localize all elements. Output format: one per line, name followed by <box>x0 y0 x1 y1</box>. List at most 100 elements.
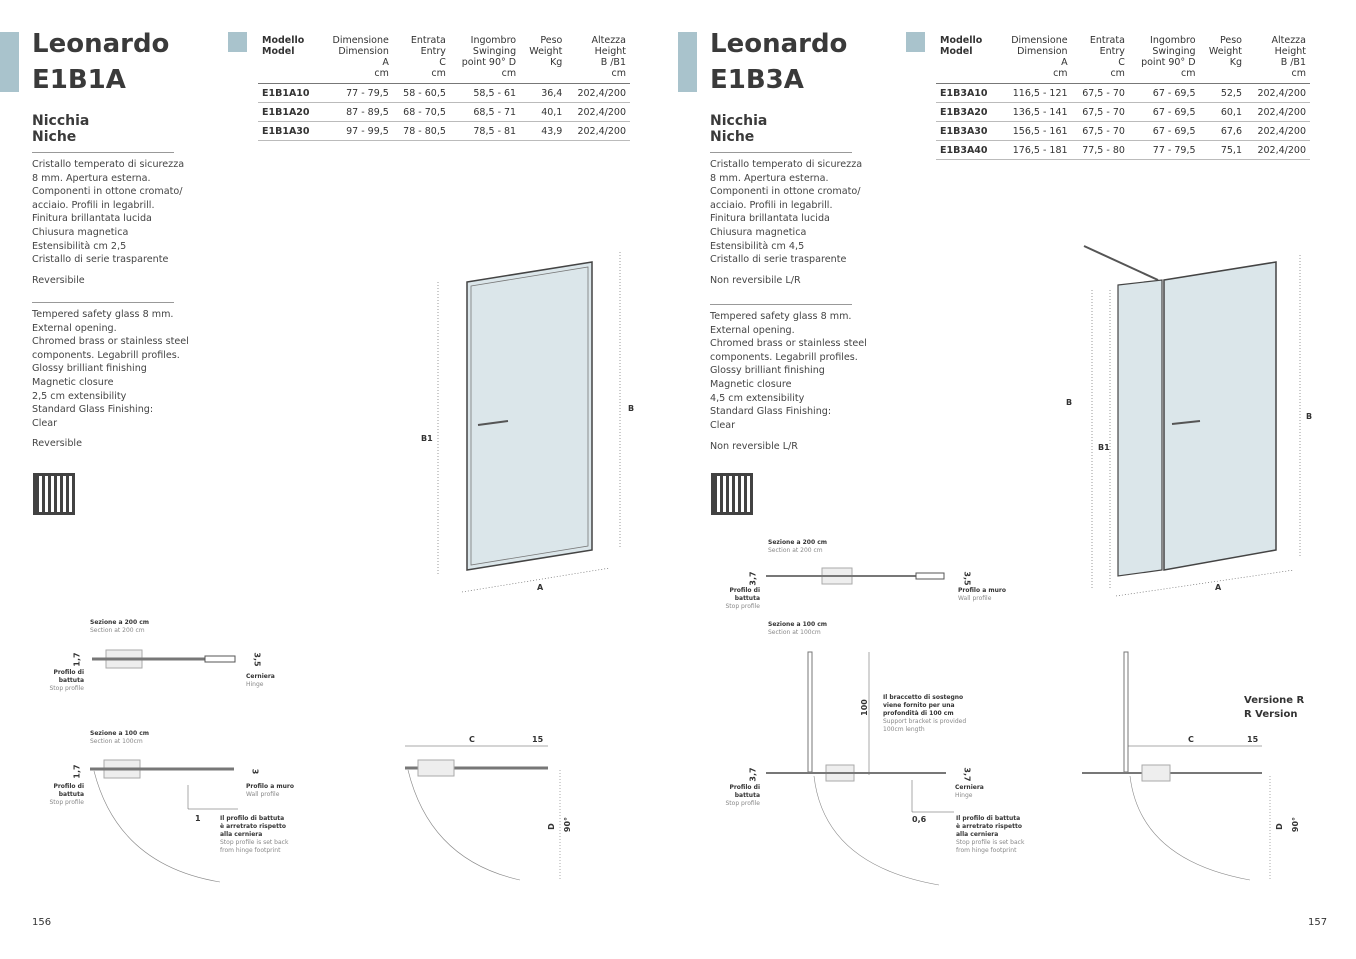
description-en: Tempered safety glass 8 mm. External ope… <box>710 311 867 431</box>
table-cell: 156,5 - 161 <box>998 121 1072 141</box>
table-cell: 67 - 69,5 <box>1128 102 1200 122</box>
swing-drawing-right <box>1082 651 1271 881</box>
dim-3-7: 3,7 <box>748 571 758 586</box>
dim-a: A <box>1215 583 1222 592</box>
table-cell: 36,4 <box>520 83 567 103</box>
column-header: Altezza Height B /B1 cm <box>566 35 630 84</box>
dim-3-7: 3,7 <box>748 767 758 782</box>
setback-note: Il profilo di battuta è arretrato rispet… <box>220 815 289 854</box>
table-cell: 202,4/200 <box>1246 102 1310 122</box>
dim-3-5: 3,5 <box>962 571 972 586</box>
dim-b1: B1 <box>1098 443 1110 452</box>
table-cell: 43,9 <box>520 121 567 141</box>
divider <box>32 302 174 303</box>
column-header: Entrata Entry C cm <box>1071 35 1129 84</box>
divider <box>32 152 174 153</box>
table-cell: 67,5 - 70 <box>1071 102 1129 122</box>
model-code: E1B3A <box>710 65 804 95</box>
dim-d: D <box>1274 823 1284 830</box>
dim-1: 1 <box>195 814 201 823</box>
door-drawing-right <box>1083 245 1301 597</box>
accent-bar <box>678 32 697 92</box>
column-header: Peso Weight Kg <box>520 35 567 84</box>
table-cell: 97 - 99,5 <box>320 121 393 141</box>
divider <box>710 304 852 305</box>
description-it: Cristallo temperato di sicurezza 8 mm. A… <box>710 159 863 266</box>
column-header: Ingombro Swinging point 90° D cm <box>449 35 521 84</box>
table-cell: 68,5 - 71 <box>449 102 521 122</box>
model-name: Leonardo <box>32 29 170 59</box>
table-cell: E1B3A30 <box>936 121 999 141</box>
reversible-it: Reversibile <box>32 275 85 286</box>
dim-b: B <box>628 404 635 413</box>
table-cell: 60,1 <box>1199 102 1246 122</box>
bracket-note: Il braccetto di sostegno viene fornito p… <box>883 694 967 733</box>
reversible-en: Reversible <box>32 438 82 449</box>
table-cell: E1B3A10 <box>936 83 999 103</box>
table-cell: 52,5 <box>1199 83 1246 103</box>
dim-1-7: 1,7 <box>72 764 82 779</box>
table-cell: E1B1A20 <box>258 102 321 122</box>
reversible-it: Non reversibile L/R <box>710 275 801 286</box>
section-100-drawing <box>766 651 954 886</box>
qr-code[interactable] <box>33 473 75 515</box>
table-cell: 40,1 <box>520 102 567 122</box>
dim-3: 3 <box>250 768 260 775</box>
table-cell: 202,4/200 <box>1246 83 1310 103</box>
accent-bar <box>0 32 19 92</box>
niche-en: Niche <box>32 129 77 145</box>
door-drawing-left <box>437 252 621 593</box>
page-number: 156 <box>32 917 52 928</box>
page-number: 157 <box>1308 917 1328 928</box>
dim-b1: B1 <box>421 434 433 443</box>
column-header: Ingombro Swinging point 90° D cm <box>1128 35 1200 84</box>
reversible-en: Non reversible L/R <box>710 441 798 452</box>
section-200-drawing <box>766 567 945 585</box>
table-cell: 78,5 - 81 <box>449 121 521 141</box>
table-cell: E1B3A20 <box>936 102 999 122</box>
accent-square <box>228 32 247 52</box>
dim-c: C <box>469 735 475 744</box>
section-200-drawing <box>92 649 236 669</box>
dim-b: B <box>1306 412 1313 421</box>
table-cell: 202,4/200 <box>566 121 630 141</box>
dim-c: C <box>1188 735 1194 744</box>
dim-100: 100 <box>859 699 869 716</box>
qr-code[interactable] <box>711 473 753 515</box>
table-cell: 67 - 69,5 <box>1128 83 1200 103</box>
table-cell: 202,4/200 <box>566 102 630 122</box>
table-cell: E1B3A40 <box>936 140 999 160</box>
accent-square <box>906 32 925 52</box>
dim-b: B <box>1066 398 1073 407</box>
column-header: Modello Model <box>258 35 321 84</box>
niche-it: Nicchia <box>710 113 768 129</box>
dim-15: 15 <box>532 735 544 744</box>
dim-15: 15 <box>1247 735 1259 744</box>
table-cell: 67,5 - 70 <box>1071 83 1129 103</box>
dim-d: D <box>546 823 556 830</box>
table-cell: E1B1A10 <box>258 83 321 103</box>
dim-0-6: 0,6 <box>912 815 927 824</box>
divider <box>710 152 852 153</box>
table-cell: 67,5 - 70 <box>1071 121 1129 141</box>
